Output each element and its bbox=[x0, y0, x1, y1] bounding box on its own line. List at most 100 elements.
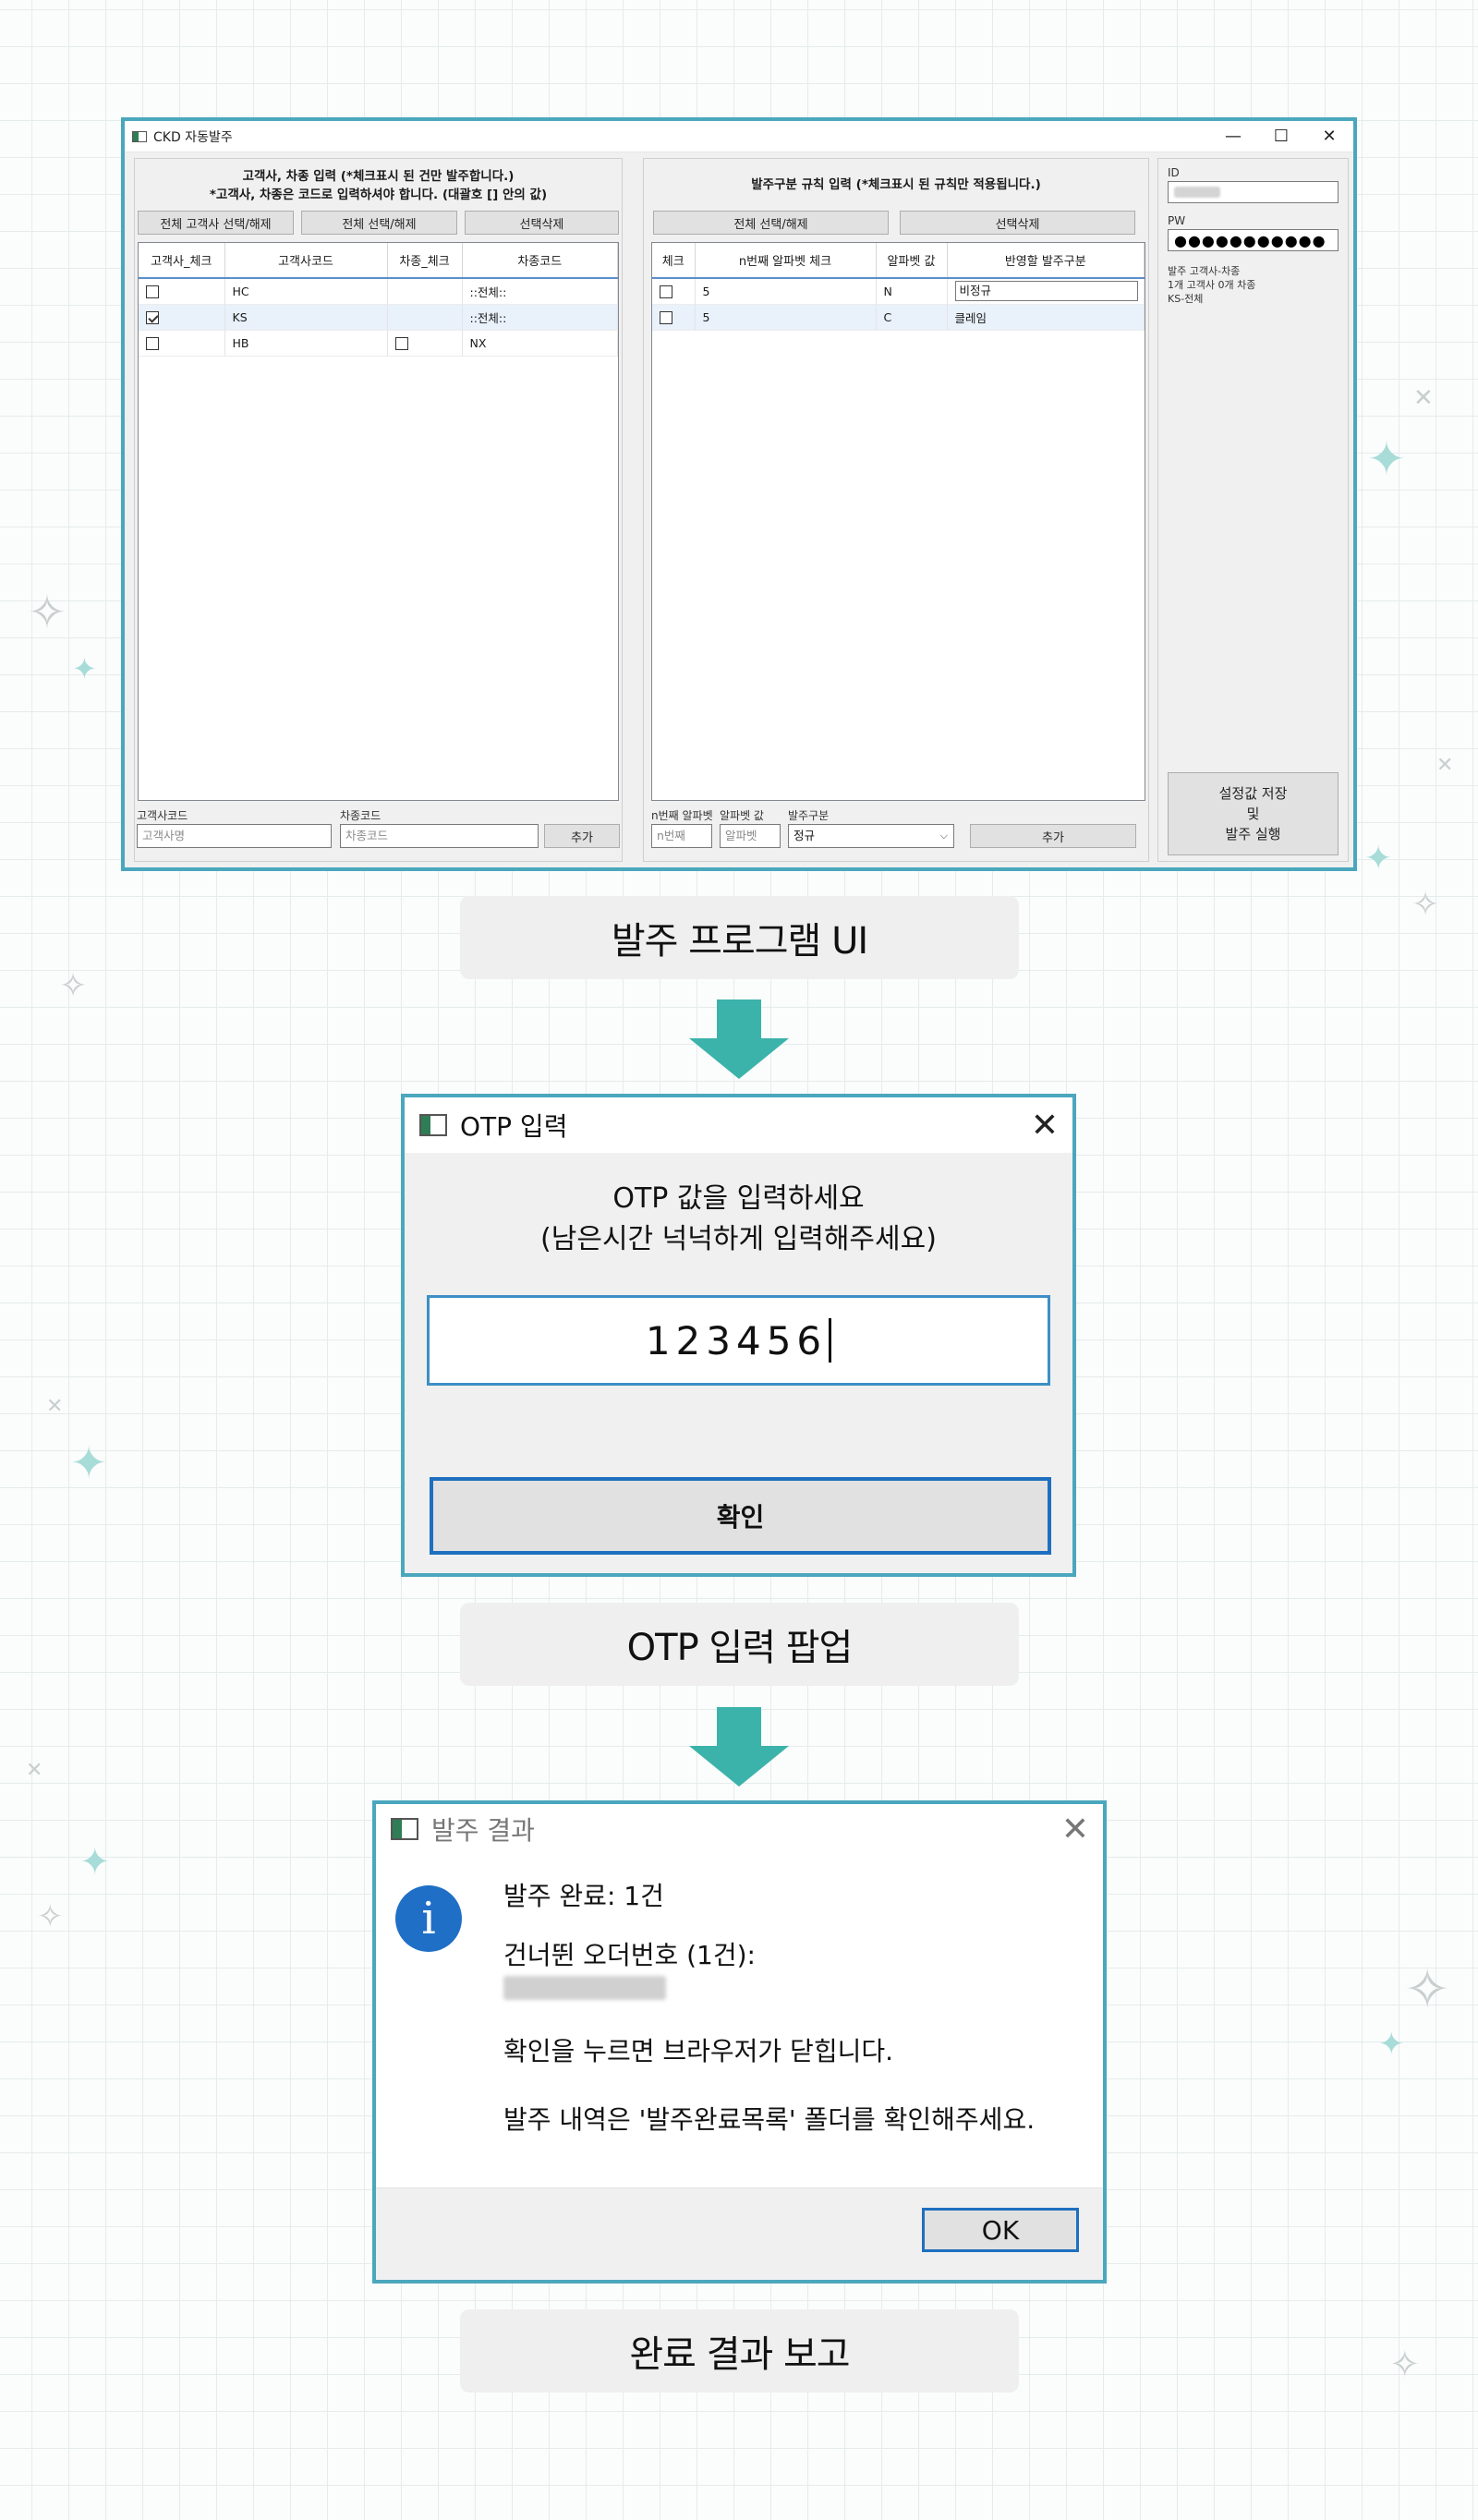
nth-cell[interactable]: 5 bbox=[695, 278, 877, 305]
toggle-all-customers-button[interactable]: 전체 고객사 선택/해제 bbox=[138, 211, 294, 235]
model-checkbox[interactable] bbox=[394, 336, 408, 350]
column-header[interactable]: n번째 알파벳 체크 bbox=[695, 243, 877, 279]
chevron-down-icon: ⌵ bbox=[939, 830, 948, 842]
otp-message-line: (남은시간 넉넉하게 입력해주세요) bbox=[540, 1223, 937, 1255]
column-header[interactable]: 고객사코드 bbox=[224, 243, 388, 279]
result-line-skipped: 건너뛴 오더번호 (1건): bbox=[503, 1940, 756, 1970]
sparkle-icon: ✧ bbox=[1389, 2344, 1421, 2386]
sparkle-icon: ✦ bbox=[79, 1841, 111, 1884]
sparkle-icon: ✧ bbox=[28, 586, 67, 639]
model-code-cell[interactable]: ::전체:: bbox=[462, 278, 618, 305]
caption-result-report: 완료 결과 보고 bbox=[460, 2309, 1019, 2393]
otp-input[interactable]: 123456 bbox=[427, 1295, 1050, 1386]
id-value-redacted bbox=[1174, 187, 1220, 198]
rule-panel: 발주구분 규칙 입력 (*체크표시 된 규칙만 적용됩니다.) 전체 선택/해제… bbox=[643, 158, 1149, 862]
delete-selected-rules-button[interactable]: 선택삭제 bbox=[900, 211, 1135, 235]
customer-code-cell[interactable]: HC bbox=[224, 278, 388, 305]
otp-title: OTP 입력 bbox=[460, 1111, 568, 1142]
column-header[interactable]: 반영할 발주구분 bbox=[947, 243, 1145, 279]
column-header[interactable]: 차종코드 bbox=[462, 243, 618, 279]
nth-alphabet-input[interactable]: n번째 bbox=[651, 824, 712, 848]
id-input[interactable] bbox=[1168, 181, 1339, 203]
info-icon: i bbox=[395, 1885, 462, 1952]
summary-line: 1개 고객사 0개 차종 bbox=[1168, 279, 1256, 291]
customer-checkbox[interactable] bbox=[146, 310, 159, 324]
skipped-order-redacted bbox=[503, 1974, 1035, 2005]
order-type-select[interactable]: 정규 ⌵ bbox=[788, 824, 954, 848]
app-icon bbox=[132, 130, 147, 142]
app-icon bbox=[419, 1114, 447, 1136]
app-icon bbox=[391, 1818, 418, 1840]
column-header[interactable]: 차종_체크 bbox=[387, 243, 463, 279]
close-icon[interactable]: ✕ bbox=[1060, 1810, 1090, 1848]
toggle-all-rules-button[interactable]: 전체 선택/해제 bbox=[653, 211, 889, 235]
rule-checkbox[interactable] bbox=[660, 310, 672, 324]
login-panel: ID PW ●●●●●●●●●●● 발주 고객사-차종 1개 고객사 0개 차종… bbox=[1157, 158, 1349, 862]
otp-message-line: OTP 값을 입력하세요 bbox=[612, 1182, 865, 1215]
customer-check-cell[interactable] bbox=[139, 304, 225, 331]
alphabet-value-input[interactable]: 알파벳 bbox=[720, 824, 781, 848]
sparkle-icon: ✦ bbox=[1364, 840, 1393, 878]
minimize-icon[interactable]: — bbox=[1225, 127, 1242, 146]
order-type-edit[interactable]: 비정규 bbox=[954, 281, 1138, 302]
model-check-cell[interactable] bbox=[387, 330, 463, 357]
delete-selected-button[interactable]: 선택삭제 bbox=[464, 211, 619, 235]
nth-cell[interactable]: 5 bbox=[695, 304, 877, 331]
toggle-all-button[interactable]: 전체 선택/해제 bbox=[300, 211, 457, 235]
otp-titlebar: OTP 입력 ✕ bbox=[405, 1097, 1072, 1153]
close-icon[interactable]: ✕ bbox=[1322, 127, 1337, 146]
table-row[interactable]: HB NX bbox=[139, 330, 618, 357]
pw-input[interactable]: ●●●●●●●●●●● bbox=[1168, 229, 1339, 251]
column-header[interactable]: 알파벳 값 bbox=[876, 243, 948, 279]
otp-message: OTP 값을 입력하세요 (남은시간 넉넉하게 입력해주세요) bbox=[405, 1179, 1072, 1260]
add-customer-button[interactable]: 추가 bbox=[544, 824, 620, 848]
summary-line: 발주 고객사-차종 bbox=[1168, 265, 1241, 277]
result-line-browser: 확인을 누르면 브라우저가 닫힙니다. bbox=[503, 2036, 894, 2066]
sparkle-icon: ✕ bbox=[1436, 754, 1454, 777]
pw-label: PW bbox=[1168, 214, 1186, 227]
window-title: CKD 자동발주 bbox=[153, 129, 233, 145]
model-check-cell[interactable] bbox=[387, 278, 463, 305]
rule-checkbox[interactable] bbox=[660, 285, 672, 298]
alphabet-cell[interactable]: N bbox=[876, 278, 948, 305]
sparkle-icon: ✧ bbox=[37, 1898, 64, 1935]
rule-check-cell[interactable] bbox=[652, 304, 696, 331]
customer-checkbox[interactable] bbox=[146, 336, 159, 350]
order-type-cell[interactable]: 비정규 bbox=[947, 278, 1145, 305]
customer-check-cell[interactable] bbox=[139, 330, 225, 357]
model-code-cell[interactable]: ::전체:: bbox=[462, 304, 618, 331]
alphabet-cell[interactable]: C bbox=[876, 304, 948, 331]
customer-code-cell[interactable]: HB bbox=[224, 330, 388, 357]
order-summary: 발주 고객사-차종 1개 고객사 0개 차종 KS-전체 bbox=[1168, 264, 1339, 306]
model-check-cell[interactable] bbox=[387, 304, 463, 331]
result-title: 발주 결과 bbox=[431, 1815, 535, 1846]
column-header[interactable]: 체크 bbox=[652, 243, 696, 279]
otp-input-value: 123456 bbox=[645, 1317, 828, 1363]
ok-button[interactable]: OK bbox=[922, 2208, 1079, 2252]
summary-line: KS-전체 bbox=[1168, 293, 1204, 305]
rule-check-cell[interactable] bbox=[652, 278, 696, 305]
sparkle-icon: ✕ bbox=[1413, 384, 1434, 412]
customer-check-cell[interactable] bbox=[139, 278, 225, 305]
table-row[interactable]: KS::전체:: bbox=[139, 304, 618, 331]
order-type-cell[interactable]: 클레임 bbox=[947, 304, 1145, 331]
customer-code-cell[interactable]: KS bbox=[224, 304, 388, 331]
table-row[interactable]: HC::전체:: bbox=[139, 278, 618, 305]
model-code-cell[interactable]: NX bbox=[462, 330, 618, 357]
result-line-completed: 발주 완료: 1건 bbox=[503, 1881, 664, 1911]
model-code-input[interactable]: 차종코드 bbox=[340, 824, 539, 848]
caption-otp-popup: OTP 입력 팝업 bbox=[460, 1603, 1019, 1686]
add-rule-button[interactable]: 추가 bbox=[970, 824, 1136, 848]
sparkle-icon: ✕ bbox=[26, 1759, 43, 1782]
customer-code-input[interactable]: 고객사명 bbox=[137, 824, 332, 848]
customer-checkbox[interactable] bbox=[146, 285, 159, 298]
maximize-icon[interactable]: ☐ bbox=[1273, 127, 1290, 146]
sparkle-icon: ✧ bbox=[1404, 1957, 1451, 2022]
column-header[interactable]: 고객사_체크 bbox=[139, 243, 225, 279]
close-icon[interactable]: ✕ bbox=[1030, 1106, 1060, 1145]
save-and-run-button[interactable]: 설정값 저장 및 발주 실행 bbox=[1168, 772, 1339, 855]
confirm-button[interactable]: 확인 bbox=[430, 1477, 1051, 1555]
